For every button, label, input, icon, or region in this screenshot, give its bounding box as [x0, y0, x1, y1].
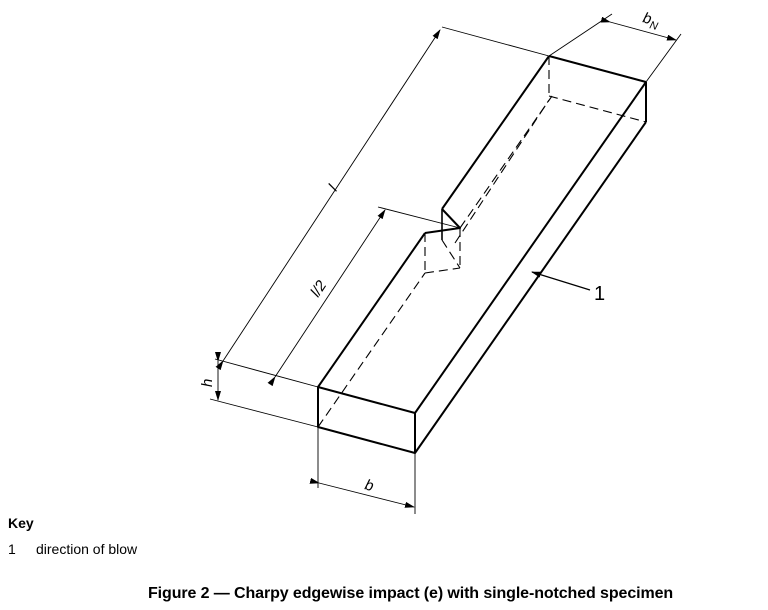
width-dimension — [309, 477, 415, 508]
key-title: Key — [8, 515, 34, 531]
half-length-dimension — [267, 209, 386, 387]
notched-width-dimension — [600, 16, 677, 41]
callout-1: 1 — [594, 283, 605, 305]
length-dimension — [215, 29, 441, 371]
key-item: 1 direction of blow — [8, 541, 137, 557]
hidden-edges — [317, 56, 647, 428]
figure-caption: Figure 2 — Charpy edgewise impact (e) wi… — [148, 585, 674, 602]
near-end-face — [317, 386, 416, 454]
label-b: b — [363, 476, 375, 495]
top-right-edge — [414, 81, 647, 414]
dimension-lines — [209, 13, 682, 514]
bottom-right-edge — [414, 121, 647, 454]
key-item-number: 1 — [8, 541, 16, 557]
label-h: h — [199, 379, 216, 387]
far-end-top-edge — [548, 55, 647, 83]
specimen-body — [317, 55, 647, 454]
top-left-edge-far — [441, 55, 550, 210]
charpy-specimen-diagram: l l/2 h b bN 1 — [199, 9, 682, 514]
label-bN: bN — [640, 9, 661, 33]
label-l-half: l/2 — [307, 277, 330, 300]
direction-of-blow-arrow — [531, 271, 591, 291]
key-item-text: direction of blow — [36, 541, 138, 557]
top-left-edge-near — [317, 232, 426, 388]
